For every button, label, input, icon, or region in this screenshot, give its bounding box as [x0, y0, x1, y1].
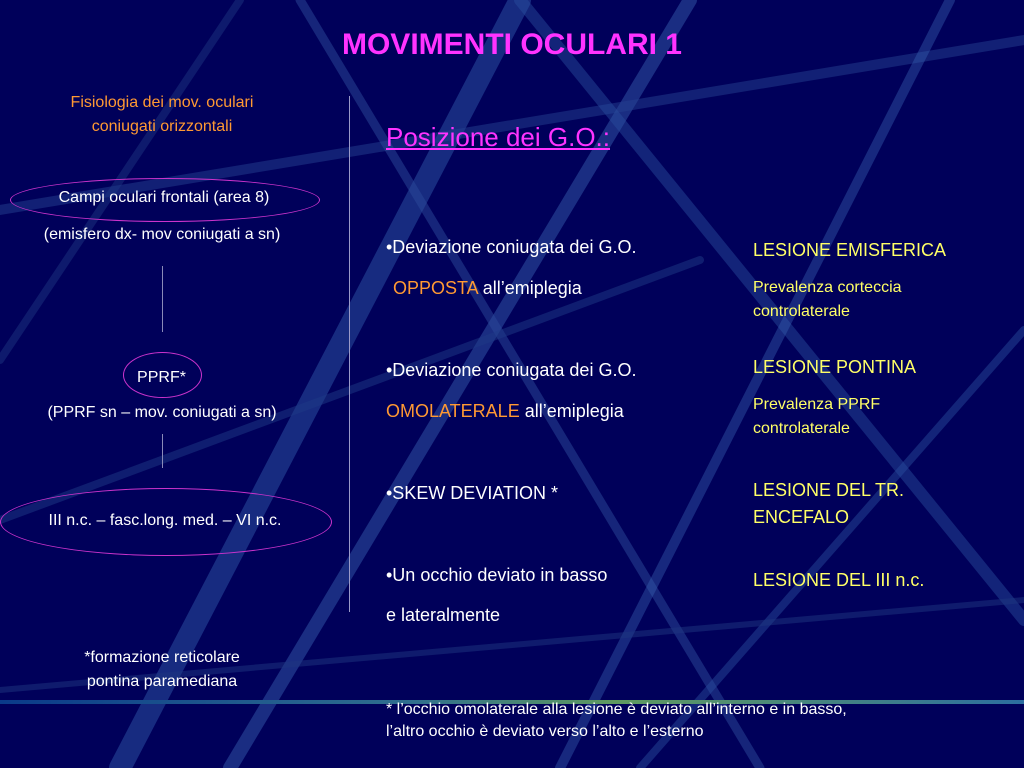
- bottom-note-line2: l’altro occhio è deviato verso l’alto e …: [386, 723, 704, 740]
- node1-ellipse: [10, 178, 320, 222]
- node3-label: III n.c. – fasc.long. med. – VI n.c.: [48, 512, 282, 529]
- column-divider: [349, 96, 350, 612]
- item2-lesion: LESIONE PONTINA: [753, 357, 917, 377]
- connector-line: [162, 266, 163, 332]
- item1-highlight: OPPOSTA: [393, 278, 478, 298]
- item4-line1: •Un occhio deviato in basso: [386, 565, 608, 585]
- subtitle-line2: coniugati orizzontali: [91, 118, 233, 135]
- item1-line1: •Deviazione coniugata dei G.O.: [386, 237, 637, 257]
- item3-lesion-line2: ENCEFALO: [753, 507, 850, 527]
- item1-note1: Prevalenza corteccia: [753, 279, 902, 296]
- item1-line2: OPPOSTA all’emiplegia: [393, 278, 582, 299]
- item2-rest: all’emiplegia: [519, 401, 624, 421]
- bottom-note-line1: * l’occhio omolaterale alla lesione è de…: [386, 701, 847, 718]
- item3-line1: •SKEW DEVIATION *: [386, 483, 558, 503]
- item4-lesion: LESIONE DEL III n.c.: [753, 570, 925, 590]
- bottom-rule: [0, 700, 1024, 704]
- node1-note: (emisfero dx- mov coniugati a sn): [43, 226, 281, 243]
- node2-note: (PPRF sn – mov. coniugati a sn): [47, 404, 277, 421]
- item2-line1: •Deviazione coniugata dei G.O.: [386, 360, 637, 380]
- item2-note1: Prevalenza PPRF: [753, 396, 881, 413]
- item1-rest: all’emiplegia: [477, 278, 582, 298]
- connector-line: [162, 434, 163, 468]
- item4-line2: e lateralmente: [386, 605, 501, 625]
- item1-lesion: LESIONE EMISFERICA: [753, 240, 947, 260]
- subtitle-line1: Fisiologia dei mov. oculari: [70, 94, 254, 111]
- node2-ellipse: [123, 352, 202, 398]
- slide-title: MOVIMENTI OCULARI 1: [341, 28, 682, 61]
- footnote-line1: *formazione reticolare: [84, 649, 240, 666]
- item3-lesion-line1: LESIONE DEL TR.: [753, 480, 905, 500]
- item2-note2: controlaterale: [753, 420, 850, 437]
- item2-line2: OMOLATERALE all’emiplegia: [386, 401, 624, 422]
- item1-note2: controlaterale: [753, 303, 850, 320]
- node1-label: Campi oculari frontali (area 8): [58, 189, 270, 206]
- footnote-line2: pontina paramediana: [86, 673, 238, 690]
- node2-label: PPRF*: [137, 369, 186, 386]
- item2-highlight: OMOLATERALE: [386, 401, 520, 421]
- positions-heading: Posizione dei G.O.:: [386, 122, 610, 152]
- node3-ellipse: [0, 488, 332, 556]
